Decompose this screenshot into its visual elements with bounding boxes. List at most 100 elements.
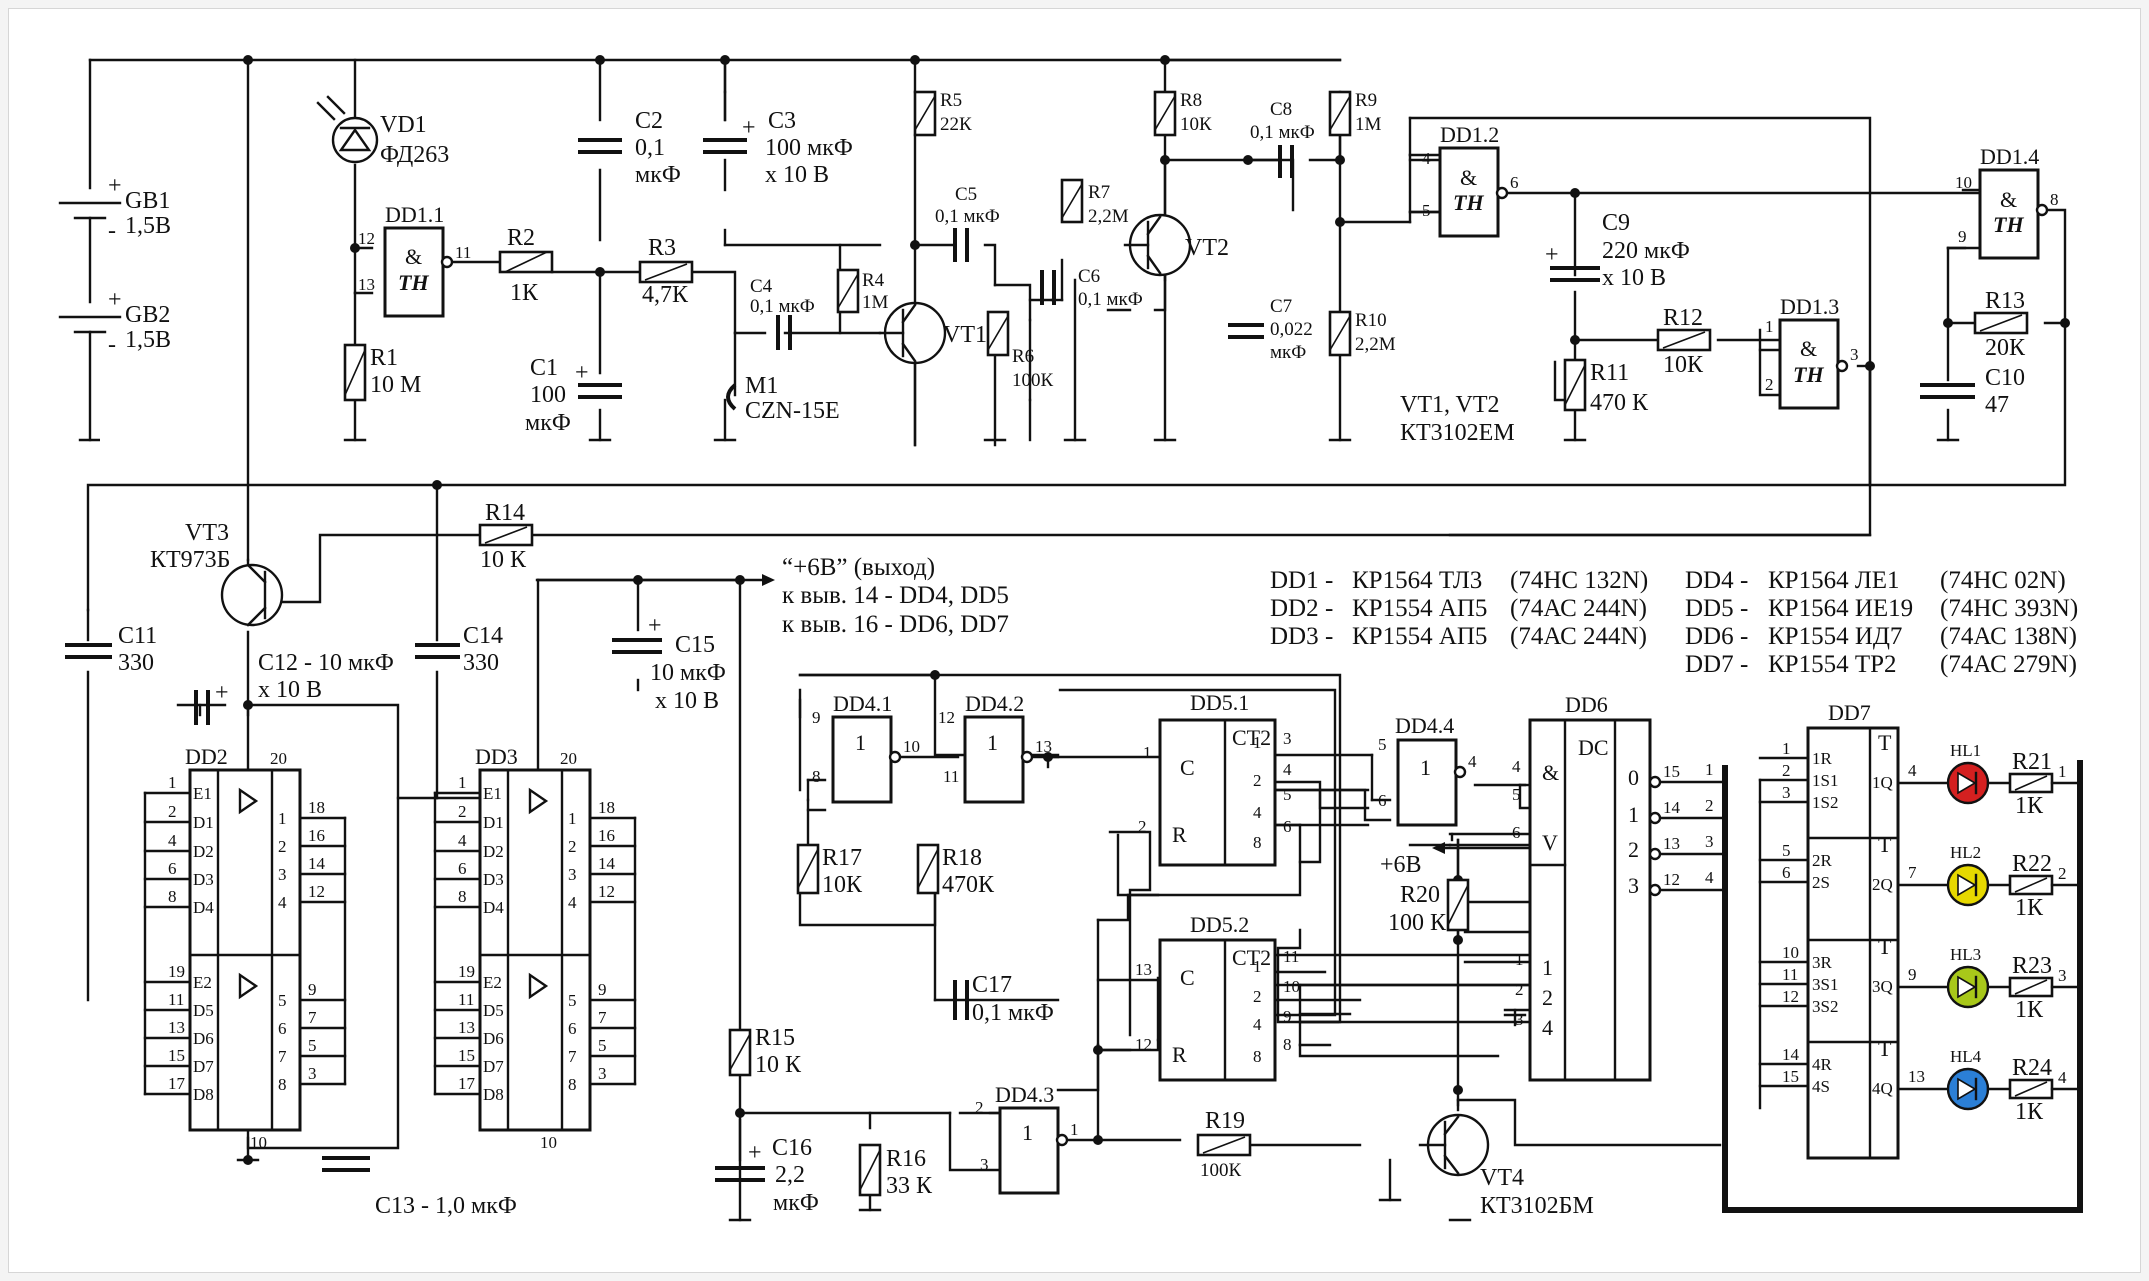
parts-cell: DD6: [1685, 623, 1734, 650]
c15-value: 10 мкФ: [650, 660, 726, 686]
c13-name: C13 - 1,0 мкФ: [375, 1193, 517, 1219]
svg-text:4R: 4R: [1812, 1055, 1833, 1074]
parts-cell: DD7: [1685, 651, 1734, 678]
svg-text:D5: D5: [483, 1001, 504, 1020]
r23-value: 1К: [2015, 997, 2044, 1023]
dd5-1-r: R: [1172, 822, 1187, 847]
dd7-name: DD7: [1828, 700, 1871, 725]
output-line3: к выв. 16 - DD6, DD7: [782, 611, 1009, 638]
dd6-type: DC: [1578, 735, 1609, 760]
parts-cell: (74НС 132N): [1510, 567, 1648, 594]
c11-value: 330: [118, 650, 154, 676]
r24-value: 1К: [2015, 1099, 2044, 1125]
svg-text:7: 7: [598, 1008, 607, 1027]
dd1-4-name: DD1.4: [1980, 144, 2039, 169]
svg-text:8: 8: [278, 1075, 287, 1094]
svg-text:7: 7: [308, 1008, 317, 1027]
svg-text:16: 16: [308, 826, 325, 845]
parts-cell: (74АС 279N): [1940, 651, 2077, 678]
r12-value: 10К: [1663, 352, 1704, 378]
battery-gb1: + - GB1 1,5В: [58, 173, 171, 244]
svg-text:8: 8: [1253, 1047, 1262, 1066]
gate-dd1-4: & TH DD1.4 10 9 8: [1955, 144, 2059, 260]
svg-text:E1: E1: [483, 784, 502, 803]
svg-text:2: 2: [168, 802, 177, 821]
r15-value: 10 К: [755, 1052, 802, 1078]
gate-dd4-4: 1 DD4.4 5 6 4: [1378, 713, 1477, 827]
svg-text:1: 1: [1515, 950, 1524, 969]
r16-name: R16: [886, 1146, 926, 1172]
svg-text:13: 13: [1663, 834, 1680, 853]
c11-name: C11: [118, 623, 157, 649]
dd3-gnd: 10: [540, 1133, 557, 1152]
svg-text:D3: D3: [483, 870, 504, 889]
svg-text:E2: E2: [193, 973, 212, 992]
r22-value: 1К: [2015, 895, 2044, 921]
parts-cell: -: [1325, 595, 1333, 622]
svg-text:6: 6: [278, 1019, 287, 1038]
svg-text:16: 16: [598, 826, 615, 845]
r3-name: R3: [648, 235, 676, 261]
c14-value: 330: [463, 650, 499, 676]
svg-text:4S: 4S: [1812, 1077, 1830, 1096]
svg-text:+: +: [575, 360, 589, 386]
dd4-3-pin-b: 3: [980, 1155, 989, 1174]
svg-text:2: 2: [568, 837, 577, 856]
svg-text:E2: E2: [483, 973, 502, 992]
parts-cell: -: [1740, 595, 1748, 622]
ic-dd6: DD6 DC & V 4 5 6 1 2 3 1 2 4 0 1 2 3 15 …: [1380, 692, 1681, 1082]
c1-unit: мкФ: [525, 410, 571, 436]
svg-text:3Q: 3Q: [1872, 977, 1893, 996]
dd6-amp: &: [1542, 760, 1559, 785]
c12-unit: x 10 В: [258, 677, 322, 703]
svg-text:1: 1: [1253, 733, 1262, 752]
svg-text:5: 5: [1512, 785, 1521, 804]
svg-text:1: 1: [568, 809, 577, 828]
resistors: R1 10 М R2 1К R3 4,7К R4 1М R5 22К R6 10…: [343, 90, 2029, 1199]
c16-unit: мкФ: [773, 1190, 819, 1216]
c7-value: 0,022: [1270, 319, 1313, 340]
led-name-4: HL4: [1950, 1047, 1982, 1066]
svg-text:1R: 1R: [1812, 749, 1833, 768]
m1-name: M1: [745, 373, 778, 399]
ic-dd5-2: DD5.2 CT2 C R 13 12 1 2 4 8 11 10 9 8: [1135, 912, 1300, 1082]
svg-text:19: 19: [458, 962, 475, 981]
parts-cell: DD4: [1685, 567, 1734, 594]
dd4-2-sym: 1: [987, 730, 998, 755]
dd1-3-name: DD1.3: [1780, 294, 1839, 319]
dd2-vcc: 20: [270, 749, 287, 768]
r11-name: R11: [1590, 360, 1629, 386]
r8-value: 10К: [1180, 114, 1212, 135]
r21-value: 1К: [2015, 793, 2044, 819]
parts-cell: (74НС 393N): [1940, 595, 2078, 622]
dd4-4-name: DD4.4: [1395, 713, 1454, 738]
dd1-1-name: DD1.1: [385, 202, 444, 227]
svg-text:6: 6: [568, 1019, 577, 1038]
parts-cell: DD2: [1270, 595, 1319, 622]
dd5-1-name: DD5.1: [1190, 690, 1249, 715]
svg-text:4: 4: [1542, 1015, 1553, 1040]
dd5-2-in-c: 13: [1135, 960, 1152, 979]
svg-text:2Q: 2Q: [1872, 875, 1893, 894]
r10-name: R10: [1355, 310, 1387, 331]
output-line1: “+6В” (выход): [782, 554, 935, 581]
r4-name: R4: [862, 270, 885, 291]
svg-text:4: 4: [1705, 868, 1714, 887]
svg-text:6: 6: [1512, 823, 1521, 842]
svg-text:1: 1: [1542, 955, 1553, 980]
r11-value: 470 К: [1590, 390, 1649, 416]
r19-value: 100К: [1200, 1160, 1242, 1181]
dd4-4-sym: 1: [1420, 755, 1431, 780]
svg-text:7: 7: [1908, 863, 1917, 882]
svg-text:3: 3: [308, 1064, 317, 1083]
r22-name: R22: [2012, 851, 2052, 877]
svg-text:1: 1: [1782, 739, 1791, 758]
svg-text:1: 1: [278, 809, 287, 828]
r17-name: R17: [822, 845, 862, 871]
svg-text:11: 11: [1782, 965, 1798, 984]
r4-value: 1М: [862, 292, 889, 313]
r19-name: R19: [1205, 1108, 1245, 1134]
parts-cell: -: [1740, 567, 1748, 594]
svg-text:3S2: 3S2: [1812, 997, 1838, 1016]
